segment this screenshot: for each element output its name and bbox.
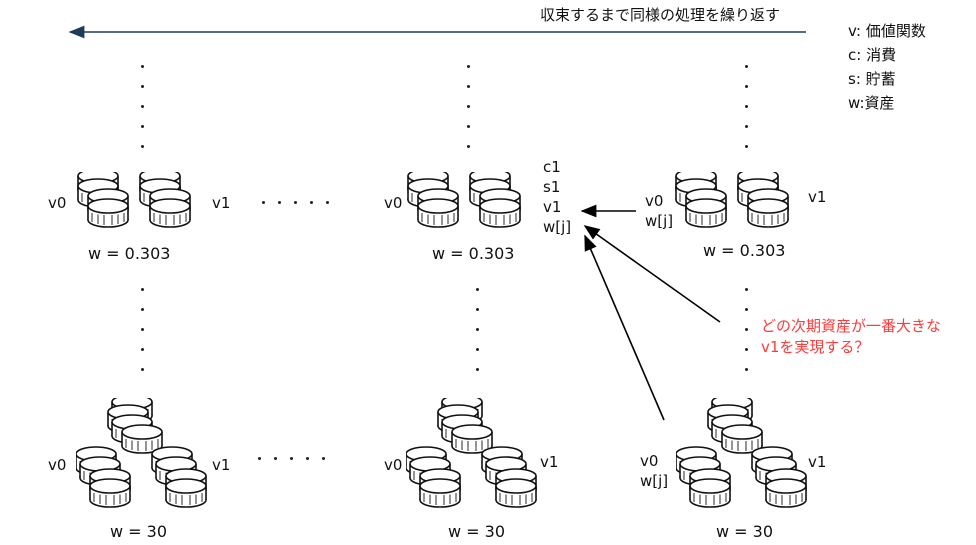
wealth-label: w = 30 [716, 522, 774, 541]
horizontal-ellipsis [258, 457, 325, 463]
wealth-label: w = 0.303 [703, 241, 786, 260]
node-label-v0: v0 [640, 452, 659, 470]
legend-item: v: 価値関数 [848, 22, 926, 40]
vertical-ellipsis [743, 288, 749, 388]
arrow-from-question [583, 225, 721, 323]
node-label-v0: v0 [645, 192, 664, 210]
legend-item: s: 貯蓄 [848, 70, 896, 88]
coin-stack-icon [76, 398, 226, 518]
node-label-wj: w[j] [645, 212, 674, 230]
node-var-wj: w[j] [543, 218, 572, 236]
vertical-ellipsis [465, 65, 471, 165]
horizontal-ellipsis [262, 201, 329, 207]
node-label-v1: v1 [808, 188, 827, 206]
wealth-label: w = 0.303 [88, 244, 171, 263]
node-label-v0: v0 [48, 456, 67, 474]
node-var-c1: c1 [543, 158, 561, 176]
vertical-ellipsis [139, 65, 145, 165]
node-label-v0: v0 [384, 194, 403, 212]
vertical-ellipsis [474, 288, 480, 388]
node-var-s1: s1 [543, 178, 561, 196]
node-label-v1: v1 [212, 456, 231, 474]
legend-item: c: 消費 [848, 46, 897, 64]
node-var-v1: v1 [543, 198, 562, 216]
question-line-1: どの次期資産が一番大きな [761, 317, 942, 335]
vertical-ellipsis [743, 65, 749, 165]
node-label-v1: v1 [808, 453, 827, 471]
iteration-caption: 収束するまで同様の処理を繰り返す [540, 6, 781, 24]
coin-stack-icon [676, 398, 826, 518]
node-label-v1: v1 [540, 453, 559, 471]
node-label-v0: v0 [48, 194, 67, 212]
question-line-2: v1を実現する？ [761, 338, 870, 356]
wealth-label: w = 30 [110, 522, 168, 541]
wealth-label: w = 30 [448, 522, 506, 541]
node-label-v0: v0 [384, 456, 403, 474]
arrow-from-bottom-right [584, 234, 665, 421]
coin-stack-icon [398, 172, 548, 242]
wealth-label: w = 0.303 [432, 244, 515, 263]
coin-stack-icon [406, 398, 556, 518]
vertical-ellipsis [139, 288, 145, 388]
node-label-wj: w[j] [640, 472, 669, 490]
coin-stack-icon [666, 172, 816, 242]
legend-item: w:資産 [848, 94, 895, 112]
node-label-v1: v1 [212, 194, 231, 212]
coin-stack-icon [68, 172, 218, 242]
